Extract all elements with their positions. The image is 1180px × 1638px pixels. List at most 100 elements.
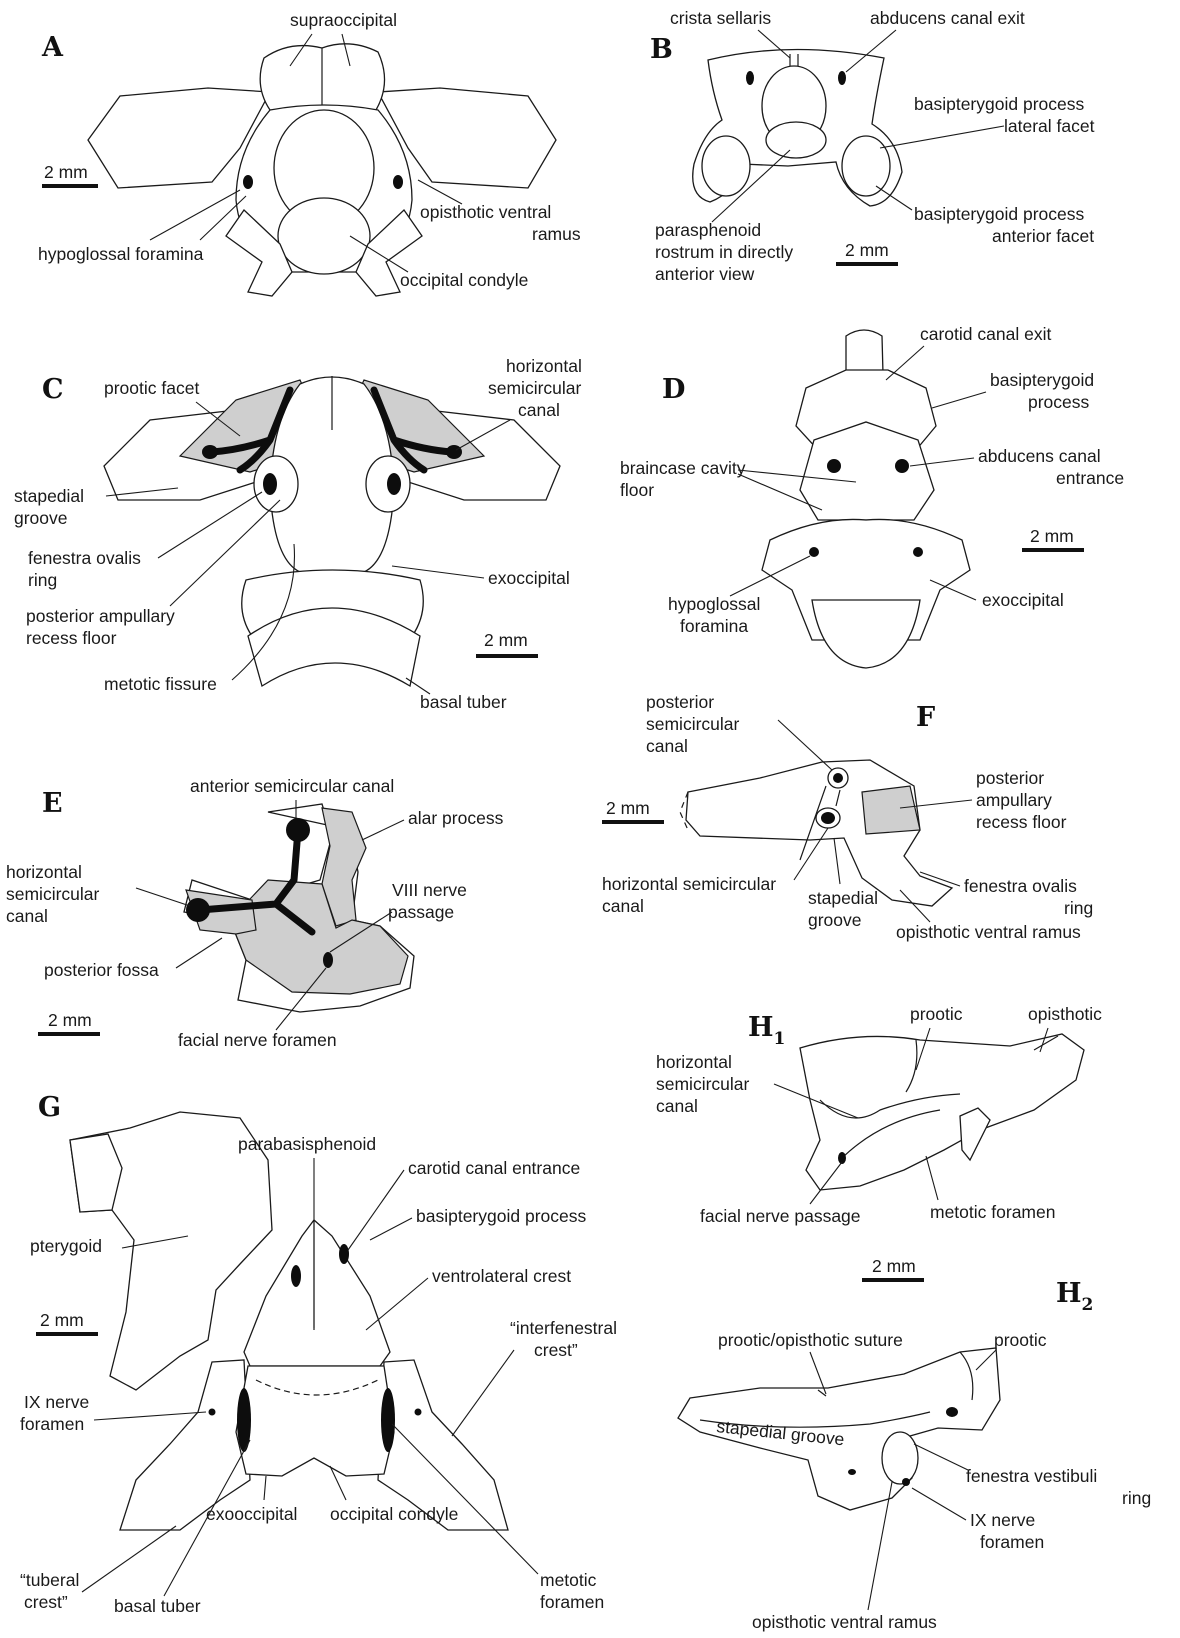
panel-g-label-exooccipital: exooccipital	[206, 1504, 297, 1524]
panel-b-right-basipterygoid	[842, 136, 890, 196]
panel-c-label-metotic: metotic fissure	[104, 674, 217, 694]
panel-d-scale-text: 2 mm	[1030, 526, 1074, 546]
panel-c-label-exoccipital: exoccipital	[488, 568, 570, 588]
panel-h1-label-hsc-2: semicircular	[656, 1074, 750, 1094]
panel-f-label-stapedial-1: stapedial	[808, 888, 878, 908]
panel-d-label-hypo-1: hypoglossal	[668, 594, 760, 614]
panel-e-label-viii-2: passage	[388, 902, 454, 922]
panel-f-label-stapedial-2: groove	[808, 910, 862, 930]
panel-b-label-bpt-ant-1: basipterygoid process	[914, 204, 1084, 224]
panel-f-scale-text: 2 mm	[606, 798, 650, 818]
panel-b-right-abducens-exit	[838, 71, 846, 85]
panel-g-label-basal-tuber: basal tuber	[114, 1596, 201, 1616]
panel-f-label-hsc-1: horizontal semicircular	[602, 874, 776, 894]
panel-c-label-stapedial-2: groove	[14, 508, 68, 528]
panel-b-scale-text: 2 mm	[845, 240, 889, 260]
panel-h1-label-hsc-3: canal	[656, 1096, 698, 1116]
panel-h2-label-suture: prootic/opisthotic suture	[718, 1330, 903, 1350]
panel-h1-label-facial: facial nerve passage	[700, 1206, 861, 1226]
panel-e-label-asc: anterior semicircular canal	[190, 776, 394, 796]
panel-b-label-bpt-ant-2: anterior facet	[992, 226, 1094, 246]
panel-c-label-hsc-3: canal	[518, 400, 560, 420]
panel-e-label: E	[42, 788, 63, 819]
panel-a-label-condyle: occipital condyle	[400, 270, 528, 290]
panel-h2-label-prootic: prootic	[994, 1330, 1047, 1350]
panel-a-label-ventral-ramus-2: ramus	[532, 224, 581, 244]
panel-d-label-abducens-1: abducens canal	[978, 446, 1101, 466]
panel-a-label-supraoccipital: supraoccipital	[290, 10, 397, 30]
panel-c-label-fenestra-1: fenestra ovalis	[28, 548, 141, 568]
panel-f-label-paf-3: recess floor	[976, 812, 1067, 832]
panel-d: D carotid canal exit basipterygoid proce…	[620, 324, 1124, 668]
panel-c-label-ampullary-1: posterior ampullary	[26, 606, 175, 626]
panel-f-label-paf-1: posterior	[976, 768, 1044, 788]
panel-c-label-fenestra-2: ring	[28, 570, 57, 590]
panel-g-label-tc-2: crest”	[24, 1592, 68, 1612]
panel-b-label-crista: crista sellaris	[670, 8, 771, 28]
panel-e-label-hsc-3: canal	[6, 906, 48, 926]
panel-h1-label-hsc-1: horizontal	[656, 1052, 732, 1072]
panel-f-label-psc-3: canal	[646, 736, 688, 756]
panel-c-label-basal-tuber: basal tuber	[420, 692, 507, 712]
panel-h2-label-ix-2: foramen	[980, 1532, 1044, 1552]
panel-a: A supraoccipital 2 mm opisthotic ventral…	[38, 10, 581, 296]
panel-f-label-ovr: opisthotic ventral ramus	[896, 922, 1081, 942]
panel-a-occipital-condyle	[278, 198, 370, 274]
panel-c-label: C	[42, 374, 64, 405]
panel-c-label-hsc-1: horizontal	[506, 356, 582, 376]
panel-h1-scale-text: 2 mm	[872, 1256, 916, 1276]
panel-a-left-hypoglossal-foramen	[243, 175, 253, 189]
panel-h1-label-opisthotic: opisthotic	[1028, 1004, 1102, 1024]
panel-b-parasphenoid-rostrum	[766, 122, 826, 158]
panel-f: F posterior semicircular canal 2 mm post…	[602, 692, 1093, 942]
panel-d-label-exoccipital: exoccipital	[982, 590, 1064, 610]
panel-g-occipital-region	[236, 1366, 394, 1476]
panel-c-label-prootic-facet: prootic facet	[104, 378, 199, 398]
panel-d-label-abducens-2: entrance	[1056, 468, 1124, 488]
panel-g-label-carotid: carotid canal entrance	[408, 1158, 580, 1178]
panel-b-left-abducens-exit	[746, 71, 754, 85]
panel-g-label-pterygoid: pterygoid	[30, 1236, 102, 1256]
panel-h2-label-fv-1: fenestra vestibuli	[966, 1466, 1097, 1486]
panel-e-label-hsc-2: semicircular	[6, 884, 100, 904]
panel-a-label-hypoglossal: hypoglossal foramina	[38, 244, 204, 264]
panel-g-label-ifc-1: “interfenestral	[510, 1318, 617, 1338]
panel-g-label-condyle: occipital condyle	[330, 1504, 458, 1524]
panel-f-label-fenestra-1: fenestra ovalis	[964, 876, 1077, 896]
panel-b-label-abducens-exit: abducens canal exit	[870, 8, 1025, 28]
panel-b-label-rostrum-2: rostrum in directly	[655, 242, 793, 262]
panel-g-scale-text: 2 mm	[40, 1310, 84, 1330]
panel-g-label: G	[38, 1092, 61, 1123]
panel-h1-label-metotic: metotic foramen	[930, 1202, 1055, 1222]
panel-b-label-bpt-lat-1: basipterygoid process	[914, 94, 1084, 114]
panel-d-label: D	[662, 374, 685, 405]
panel-h2-label-ovr: opisthotic ventral ramus	[752, 1612, 937, 1632]
panel-g-label-metotic-2: foramen	[540, 1592, 604, 1612]
panel-g-label-ifc-2: crest”	[534, 1340, 578, 1360]
panel-b: B crista sellaris abducens canal exit ba…	[650, 8, 1095, 284]
panel-e-label-facial: facial nerve foramen	[178, 1030, 337, 1050]
panel-g-label-metotic-1: metotic	[540, 1570, 597, 1590]
panel-b-label: B	[650, 34, 673, 65]
panel-h2-label-ix-1: IX nerve	[970, 1510, 1035, 1530]
panel-d-label-floor-1: braincase cavity	[620, 458, 746, 478]
panel-h2-label-fv-2: ring	[1122, 1488, 1151, 1508]
panel-g-label-bpt: basipterygoid process	[416, 1206, 586, 1226]
panel-f-label-fenestra-2: ring	[1064, 898, 1093, 918]
panel-b-label-bpt-lat-2: lateral facet	[1004, 116, 1095, 136]
panel-g-label-tc-1: “tuberal	[20, 1570, 79, 1590]
panel-c: C prootic facet horizontal semicircular …	[14, 356, 582, 712]
panel-e-scale-text: 2 mm	[48, 1010, 92, 1030]
panel-d-label-bpt-2: process	[1028, 392, 1090, 412]
panel-g-label-ix-2: foramen	[20, 1414, 84, 1434]
panel-g-label-ix-1: IX nerve	[24, 1392, 89, 1412]
panel-g-label-vlcrest: ventrolateral crest	[432, 1266, 571, 1286]
panel-a-right-hypoglossal-foramen	[393, 175, 403, 189]
panel-g: G parabasisphenoid carotid canal entranc…	[20, 1092, 617, 1616]
panel-f-ampullary-floor	[862, 786, 920, 834]
panel-e-label-fossa: posterior fossa	[44, 960, 159, 980]
panel-d-label-floor-2: floor	[620, 480, 654, 500]
panel-d-label-hypo-2: foramina	[680, 616, 748, 636]
panel-e-label-hsc-1: horizontal	[6, 862, 82, 882]
